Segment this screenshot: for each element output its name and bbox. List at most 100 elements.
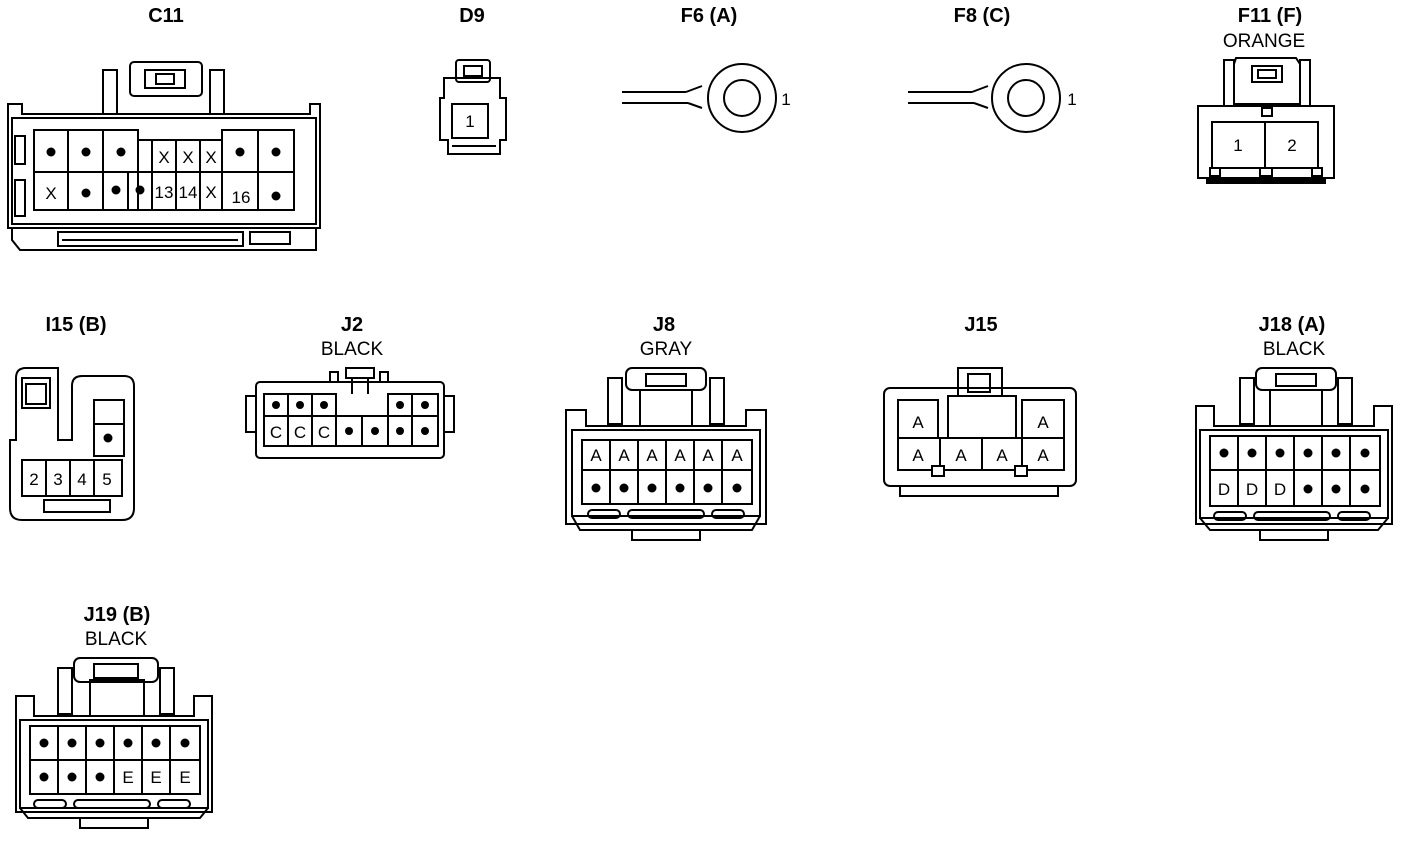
j19b-pin-label: E bbox=[122, 768, 133, 787]
j18a-pin-dot bbox=[1219, 448, 1229, 458]
connector-j18a: J18 (A) BLACK D D D bbox=[1195, 314, 1393, 541]
j19b-pin-dot bbox=[95, 772, 105, 782]
connector-i15b-title: I15 (B) bbox=[45, 314, 106, 336]
j19b-pin-dot bbox=[180, 738, 190, 748]
connector-j18a-color: BLACK bbox=[1263, 339, 1326, 360]
j19b-pin-label: E bbox=[150, 768, 161, 787]
j2-pin-label: C bbox=[318, 423, 330, 442]
j2-pin-dot bbox=[421, 401, 429, 409]
j8-pin-dot bbox=[732, 483, 742, 493]
c11-pin-label: X bbox=[182, 148, 193, 167]
j8-pin-dot bbox=[647, 483, 657, 493]
j18a-pin-label: D bbox=[1274, 480, 1286, 499]
connector-f11f-color: ORANGE bbox=[1223, 31, 1305, 52]
j15-pin-label: A bbox=[1037, 446, 1049, 465]
j18a-pin-label: D bbox=[1218, 480, 1230, 499]
j8-pin-label: A bbox=[702, 446, 714, 465]
f11f-pin-label: 1 bbox=[1233, 136, 1242, 155]
j18a-pin-dot bbox=[1331, 448, 1341, 458]
j8-pin-dot bbox=[703, 483, 713, 493]
connector-f8c-title: F8 (C) bbox=[954, 5, 1011, 27]
connector-j19b-title: J19 (B) bbox=[84, 604, 151, 626]
j18a-pin-dot bbox=[1303, 448, 1313, 458]
j2-pin-dot bbox=[371, 427, 379, 435]
j8-pin-label: A bbox=[731, 446, 743, 465]
j15-pin-label: A bbox=[912, 446, 924, 465]
connector-c11: C11 X X X bbox=[7, 5, 321, 251]
i15b-pin-label: 2 bbox=[29, 470, 38, 489]
c11-pin-label: 14 bbox=[179, 183, 198, 202]
j18a-pin-dot bbox=[1331, 484, 1341, 494]
c11-pin-label: X bbox=[205, 183, 216, 202]
connector-d9: D9 1 bbox=[439, 5, 507, 155]
connector-j19b: J19 (B) BLACK E E E bbox=[15, 604, 213, 829]
j19b-pin-dot bbox=[151, 738, 161, 748]
c11-pin-label: 13 bbox=[155, 183, 174, 202]
connector-f8c: F8 (C) 1 bbox=[908, 5, 1077, 133]
j19b-pin-dot bbox=[95, 738, 105, 748]
j2-pin-dot bbox=[345, 427, 353, 435]
j8-pin-dot bbox=[619, 483, 629, 493]
connector-f11f-title: F11 (F) bbox=[1238, 5, 1302, 27]
connector-j2-title: J2 bbox=[341, 314, 363, 336]
j15-pin-label: A bbox=[955, 446, 967, 465]
c11-pin-dot bbox=[271, 147, 281, 157]
c11-pin-dot bbox=[46, 147, 56, 157]
c11-pin-dot bbox=[135, 185, 145, 195]
j19b-pin-dot bbox=[123, 738, 133, 748]
j19b-pin-label: E bbox=[179, 768, 190, 787]
c11-pin-dot bbox=[111, 185, 121, 195]
j18a-pin-label: D bbox=[1246, 480, 1258, 499]
j8-pin-dot bbox=[675, 483, 685, 493]
j8-pin-label: A bbox=[674, 446, 686, 465]
j18a-pin-dot bbox=[1360, 448, 1370, 458]
j2-pin-label: C bbox=[294, 423, 306, 442]
j2-pin-dot bbox=[396, 401, 404, 409]
j15-pin-label: A bbox=[1037, 413, 1049, 432]
j2-pin-dot bbox=[296, 401, 304, 409]
connector-i15b: I15 (B) 2 3 4 5 bbox=[9, 314, 135, 521]
connector-f6a-title: F6 (A) bbox=[681, 5, 738, 27]
connector-f11f: F11 (F) ORANGE 1 2 bbox=[1197, 5, 1335, 184]
connector-j18a-title: J18 (A) bbox=[1259, 314, 1326, 336]
connector-j2: J2 BLACK C C C bbox=[245, 314, 455, 459]
c11-pin-dot bbox=[271, 191, 281, 201]
j8-pin-label: A bbox=[590, 446, 602, 465]
i15b-pin-label: 4 bbox=[77, 470, 86, 489]
connector-j2-color: BLACK bbox=[321, 339, 384, 360]
j19b-pin-dot bbox=[39, 738, 49, 748]
j2-pin-dot bbox=[396, 427, 404, 435]
i15b-pin-label: 3 bbox=[53, 470, 62, 489]
j15-pin-label: A bbox=[912, 413, 924, 432]
j8-pin-dot bbox=[591, 483, 601, 493]
j2-pin-label: C bbox=[270, 423, 282, 442]
connector-j8: J8 GRAY A A A A A A bbox=[565, 314, 767, 541]
c11-pin-label: X bbox=[45, 184, 56, 203]
j8-pin-label: A bbox=[646, 446, 658, 465]
j19b-pin-dot bbox=[67, 738, 77, 748]
j8-pin-label: A bbox=[618, 446, 630, 465]
f8c-pin-label: 1 bbox=[1067, 90, 1076, 109]
d9-pin-label: 1 bbox=[465, 112, 474, 131]
j2-pin-dot bbox=[421, 427, 429, 435]
connector-f6a: F6 (A) 1 bbox=[622, 5, 791, 133]
connector-c11-title: C11 bbox=[148, 5, 184, 27]
connector-j8-title: J8 bbox=[653, 314, 675, 336]
connector-j15-title: J15 bbox=[964, 314, 997, 336]
j18a-pin-dot bbox=[1303, 484, 1313, 494]
c11-pin-dot bbox=[81, 147, 91, 157]
connector-j15: J15 A A A A A A bbox=[883, 314, 1077, 497]
f11f-pin-label: 2 bbox=[1287, 136, 1296, 155]
connector-j19b-color: BLACK bbox=[85, 629, 148, 650]
j19b-pin-dot bbox=[67, 772, 77, 782]
c11-pin-label: 16 bbox=[232, 188, 251, 207]
j19b-pin-dot bbox=[39, 772, 49, 782]
i15b-pin-label: 5 bbox=[102, 470, 111, 489]
j18a-pin-dot bbox=[1360, 484, 1370, 494]
j18a-pin-dot bbox=[1275, 448, 1285, 458]
c11-pin-dot bbox=[81, 188, 91, 198]
c11-pin-dot bbox=[116, 147, 126, 157]
connector-j8-color: GRAY bbox=[640, 339, 693, 360]
j18a-pin-dot bbox=[1247, 448, 1257, 458]
